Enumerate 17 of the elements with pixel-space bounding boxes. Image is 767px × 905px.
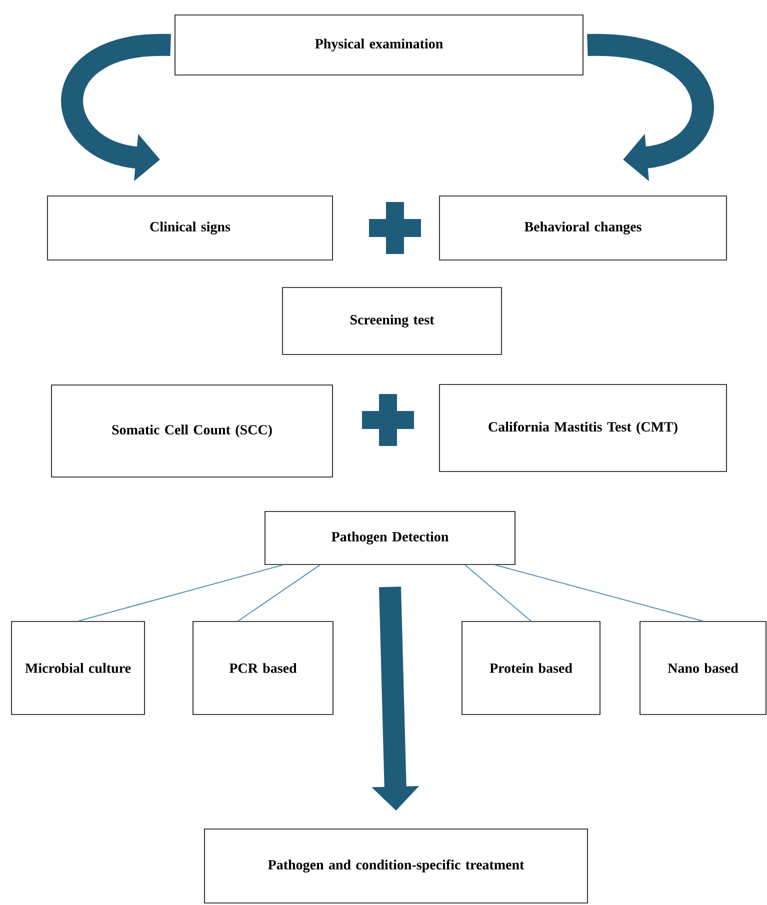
- process-box: Clinical signs: [47, 196, 333, 260]
- process-box: Physical examination: [174, 14, 584, 76]
- connector-line: [464, 564, 532, 622]
- process-box: Microbial culture: [11, 621, 145, 715]
- connector-line: [238, 564, 320, 622]
- process-box: Screening test: [282, 287, 502, 355]
- process-box: Somatic Cell Count (SCC): [51, 384, 333, 478]
- connector-line: [494, 564, 704, 622]
- arrow: [587, 34, 714, 182]
- process-box: California Mastitis Test (CMT): [439, 384, 727, 472]
- process-box: Pathogen and condition-specific treatment: [204, 828, 588, 904]
- process-box: Nano based: [640, 621, 766, 715]
- process-box: Pathogen Detection: [264, 511, 516, 565]
- process-box: PCR based: [192, 621, 334, 715]
- process-box: Behavioral changes: [439, 196, 727, 260]
- connector-line: [78, 564, 284, 622]
- process-box: Protein based: [462, 621, 600, 715]
